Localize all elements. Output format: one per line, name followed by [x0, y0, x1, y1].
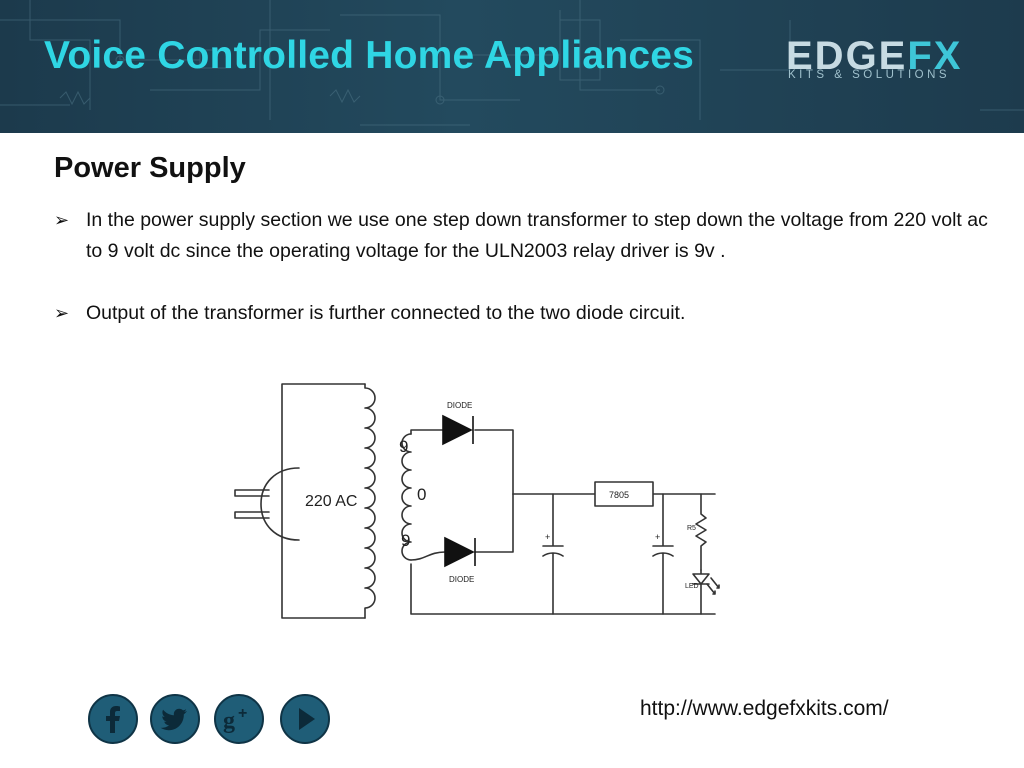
tap-center-label: 0: [417, 485, 426, 504]
plug-icon: [260, 467, 300, 541]
arrow-bullet-icon: ➢: [54, 303, 70, 323]
led-light-arrows: [706, 577, 720, 595]
play-glyph: [299, 708, 315, 730]
diode-bottom-icon: [444, 536, 476, 568]
logo-tagline: KITS & SOLUTIONS: [788, 69, 951, 81]
diode-top-label: DIODE: [447, 401, 472, 410]
led-label: LED: [685, 583, 699, 590]
regulator-label: 7805: [609, 490, 629, 500]
youtube-play-icon[interactable]: [280, 694, 330, 744]
website-link[interactable]: http://www.edgefxkits.com/: [640, 697, 889, 720]
twitter-icon[interactable]: [150, 694, 200, 744]
svg-text:+: +: [238, 705, 247, 722]
plug-pin-top: [234, 489, 270, 497]
diode-bottom-label: DIODE: [449, 575, 474, 584]
capacitor-1: [542, 493, 564, 615]
regulator-7805: [594, 481, 654, 507]
cap1-polarity-plus: +: [545, 532, 550, 542]
secondary-coil: [401, 433, 412, 561]
facebook-icon[interactable]: [88, 694, 138, 744]
primary-coil: [364, 383, 376, 619]
bullet-item: ➢ Output of the transformer is further c…: [54, 298, 994, 329]
capacitor-2: [652, 493, 674, 615]
header-banner: Voice Controlled Home Appliances EDGEFX …: [0, 0, 1024, 133]
bullet-text: Output of the transformer is further con…: [86, 302, 686, 324]
edgefx-logo: EDGEFX KITS & SOLUTIONS: [786, 34, 982, 86]
circuit-background-pattern: [0, 0, 1024, 126]
arrow-bullet-icon: ➢: [54, 210, 70, 230]
section-heading: Power Supply: [54, 152, 246, 184]
logo-fx-text: FX: [907, 34, 963, 78]
twitter-glyph: [160, 708, 187, 731]
svg-text:g: g: [223, 708, 235, 734]
resistor-label: R5: [687, 525, 696, 532]
secondary-bottom-wire: [410, 551, 446, 561]
slide-title: Voice Controlled Home Appliances: [44, 34, 695, 77]
led-icon: [692, 569, 710, 615]
diode-top-wire-out: [474, 429, 514, 495]
resistor-r5: [695, 493, 707, 571]
google-plus-icon[interactable]: g +: [214, 694, 264, 744]
diode-top-icon: [442, 414, 474, 446]
google-plus-glyph: g +: [223, 705, 247, 734]
logo-wordmark: EDGEFX: [786, 34, 962, 78]
tap-top-label: 9: [399, 437, 408, 456]
secondary-top-wire: [410, 429, 444, 435]
plug-pin-bottom: [234, 511, 270, 519]
primary-wire: [281, 383, 366, 619]
power-supply-circuit-diagram: 220 AC 9 0 9 DIODE DIODE 7805 R5 LED + +: [234, 383, 720, 619]
facebook-glyph: [106, 706, 120, 733]
center-tap-wire: [410, 563, 716, 615]
bullet-text: In the power supply section we use one s…: [86, 209, 988, 262]
diode-bottom-wire-out: [474, 493, 514, 553]
tap-bottom-label: 9: [401, 531, 410, 550]
mains-label: 220 AC: [305, 493, 357, 510]
logo-edge-text: EDGE: [786, 34, 908, 78]
cap2-polarity-plus: +: [655, 532, 660, 542]
bullet-list: ➢ In the power supply section we use one…: [54, 205, 994, 329]
bullet-item: ➢ In the power supply section we use one…: [54, 205, 994, 267]
